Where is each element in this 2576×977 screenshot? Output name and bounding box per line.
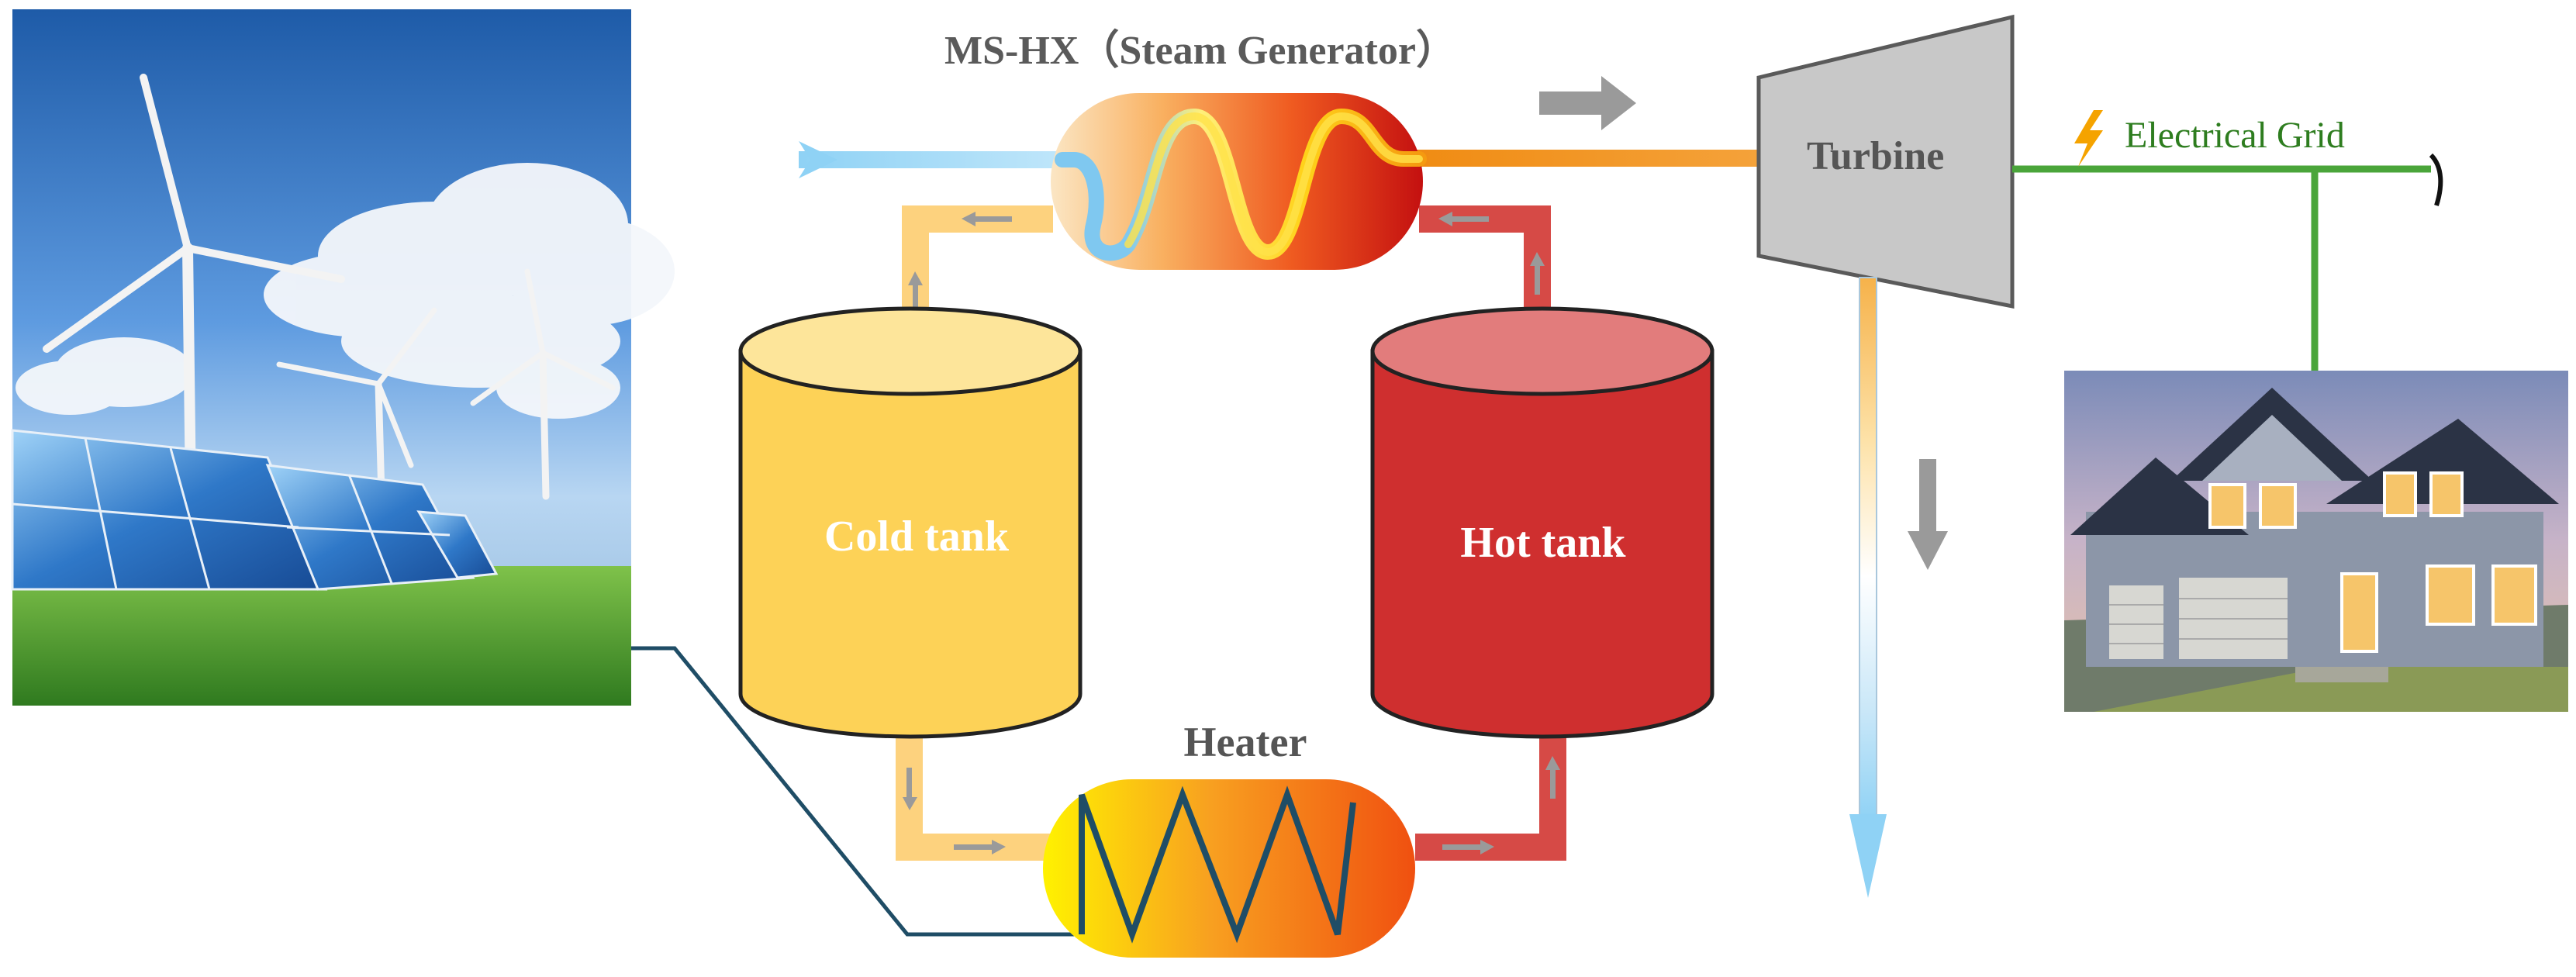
steam-generator-label: MS-HX（Steam Generator） xyxy=(944,28,1456,73)
heater-label: Heater xyxy=(1184,719,1307,765)
turbine-exhaust-pipe xyxy=(1849,277,1887,898)
electrical-grid-label: Electrical Grid xyxy=(2125,115,2345,156)
lightning-icon xyxy=(2074,110,2103,167)
steam-generator xyxy=(1051,93,1427,270)
power-line-to-heater xyxy=(631,646,1082,937)
heater xyxy=(1043,779,1415,958)
exhaust-flow-arrow xyxy=(1908,459,1948,570)
turbine-label: Turbine xyxy=(1807,134,1944,178)
cold-tank xyxy=(738,306,1083,739)
grid-line-break xyxy=(2429,153,2443,206)
turbine xyxy=(1756,14,2015,309)
water-inlet-arrow xyxy=(799,141,1062,178)
hot-tank-label: Hot tank xyxy=(1460,519,1626,567)
steam-line-to-turbine xyxy=(1388,150,1760,167)
hot-tank xyxy=(1370,306,1714,739)
flow-arrow-to-turbine xyxy=(1539,76,1636,130)
electrical-grid-line xyxy=(2012,165,2431,372)
pipe-flow-arrows xyxy=(903,212,1560,854)
house-image xyxy=(2064,371,2568,712)
renewable-energy-image xyxy=(11,9,675,706)
cold-tank-label: Cold tank xyxy=(824,513,1010,561)
